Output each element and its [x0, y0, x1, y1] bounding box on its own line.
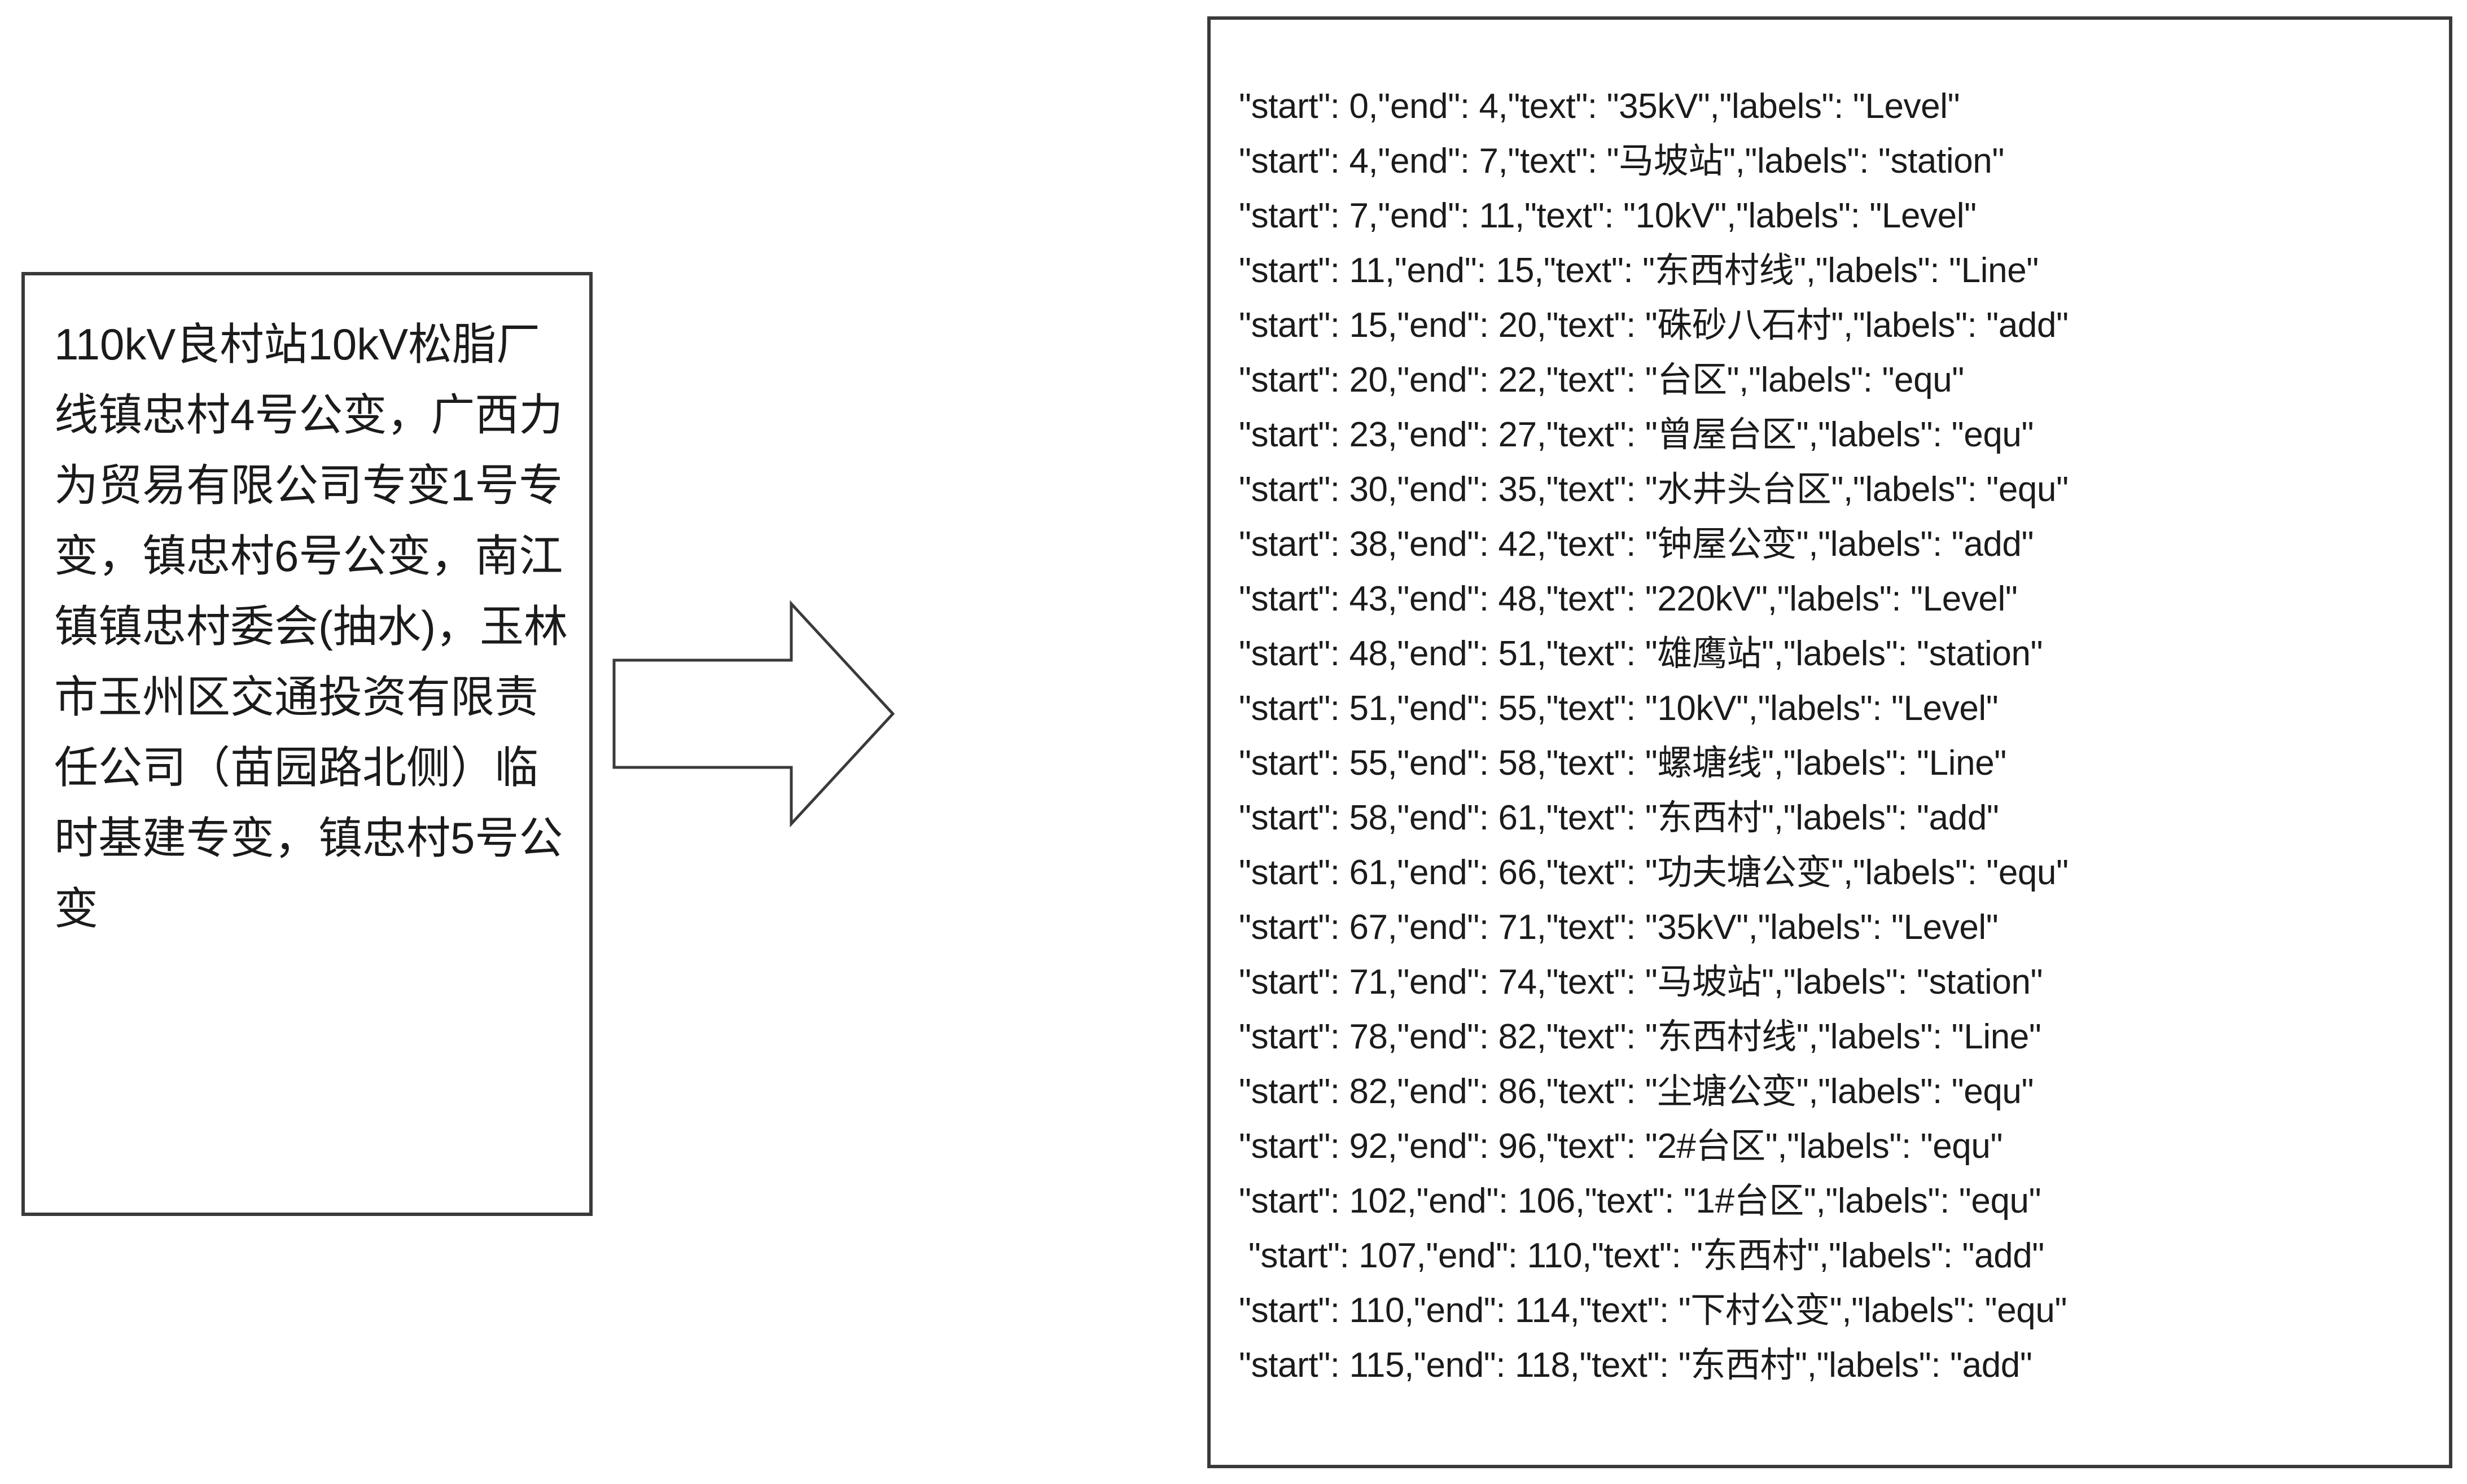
annotation-row: "start": 48,"end": 51,"text": "雄鹰站","lab… [1239, 634, 2043, 673]
annotation-row: "start": 11,"end": 15,"text": "东西村线","la… [1239, 251, 2039, 290]
annotation-output-panel: "start": 0,"end": 4,"text": "35kV","labe… [1207, 16, 2452, 1468]
annotation-row: "start": 15,"end": 20,"text": "硃砂八石村","l… [1239, 306, 2069, 345]
right-arrow-icon [610, 581, 897, 846]
annotation-row: "start": 20,"end": 22,"text": "台区","labe… [1239, 361, 1964, 399]
annotation-row: "start": 58,"end": 61,"text": "东西村","lab… [1239, 798, 1999, 837]
annotation-row: "start": 92,"end": 96,"text": "2#台区","la… [1239, 1127, 2003, 1166]
annotation-row: "start": 67,"end": 71,"text": "35kV","la… [1239, 908, 1999, 947]
annotation-row: "start": 110,"end": 114,"text": "下村公变","… [1239, 1291, 2067, 1330]
annotation-row: "start": 61,"end": 66,"text": "功夫塘公变","l… [1239, 853, 2069, 892]
annotation-row: "start": 23,"end": 27,"text": "曾屋台区","la… [1239, 415, 2034, 454]
annotation-list: "start": 0,"end": 4,"text": "35kV","labe… [1239, 79, 2424, 1393]
annotation-row: "start": 4,"end": 7,"text": "马坡站","label… [1239, 142, 2004, 181]
annotation-row: "start": 107,"end": 110,"text": "东西村","l… [1239, 1236, 2044, 1275]
annotation-row: "start": 71,"end": 74,"text": "马坡站","lab… [1239, 963, 2043, 1002]
arrow-shape [612, 600, 895, 828]
annotation-row: "start": 30,"end": 35,"text": "水井头台区","l… [1239, 470, 2069, 509]
annotation-row: "start": 115,"end": 118,"text": "东西村","l… [1239, 1346, 2032, 1385]
annotation-row: "start": 55,"end": 58,"text": "螺塘线","lab… [1239, 744, 2006, 783]
annotation-row: "start": 43,"end": 48,"text": "220kV","l… [1239, 579, 2018, 618]
annotation-row: "start": 102,"end": 106,"text": "1#台区","… [1239, 1182, 2041, 1220]
annotation-row: "start": 78,"end": 82,"text": "东西村线","la… [1239, 1017, 2041, 1056]
annotation-row: "start": 38,"end": 42,"text": "钟屋公变","la… [1239, 525, 2034, 564]
annotation-row: "start": 82,"end": 86,"text": "尘塘公变","la… [1239, 1072, 2034, 1111]
annotation-row: "start": 7,"end": 11,"text": "10kV","lab… [1239, 196, 1977, 235]
source-text-panel: 110kV良村站10kV松脂厂线镇忠村4号公变，广西力为贸易有限公司专变1号专变… [21, 272, 593, 1216]
source-text: 110kV良村站10kV松脂厂线镇忠村4号公变，广西力为贸易有限公司专变1号专变… [54, 319, 568, 933]
annotation-row: "start": 51,"end": 55,"text": "10kV","la… [1239, 689, 1999, 728]
annotation-row: "start": 0,"end": 4,"text": "35kV","labe… [1239, 87, 1960, 126]
